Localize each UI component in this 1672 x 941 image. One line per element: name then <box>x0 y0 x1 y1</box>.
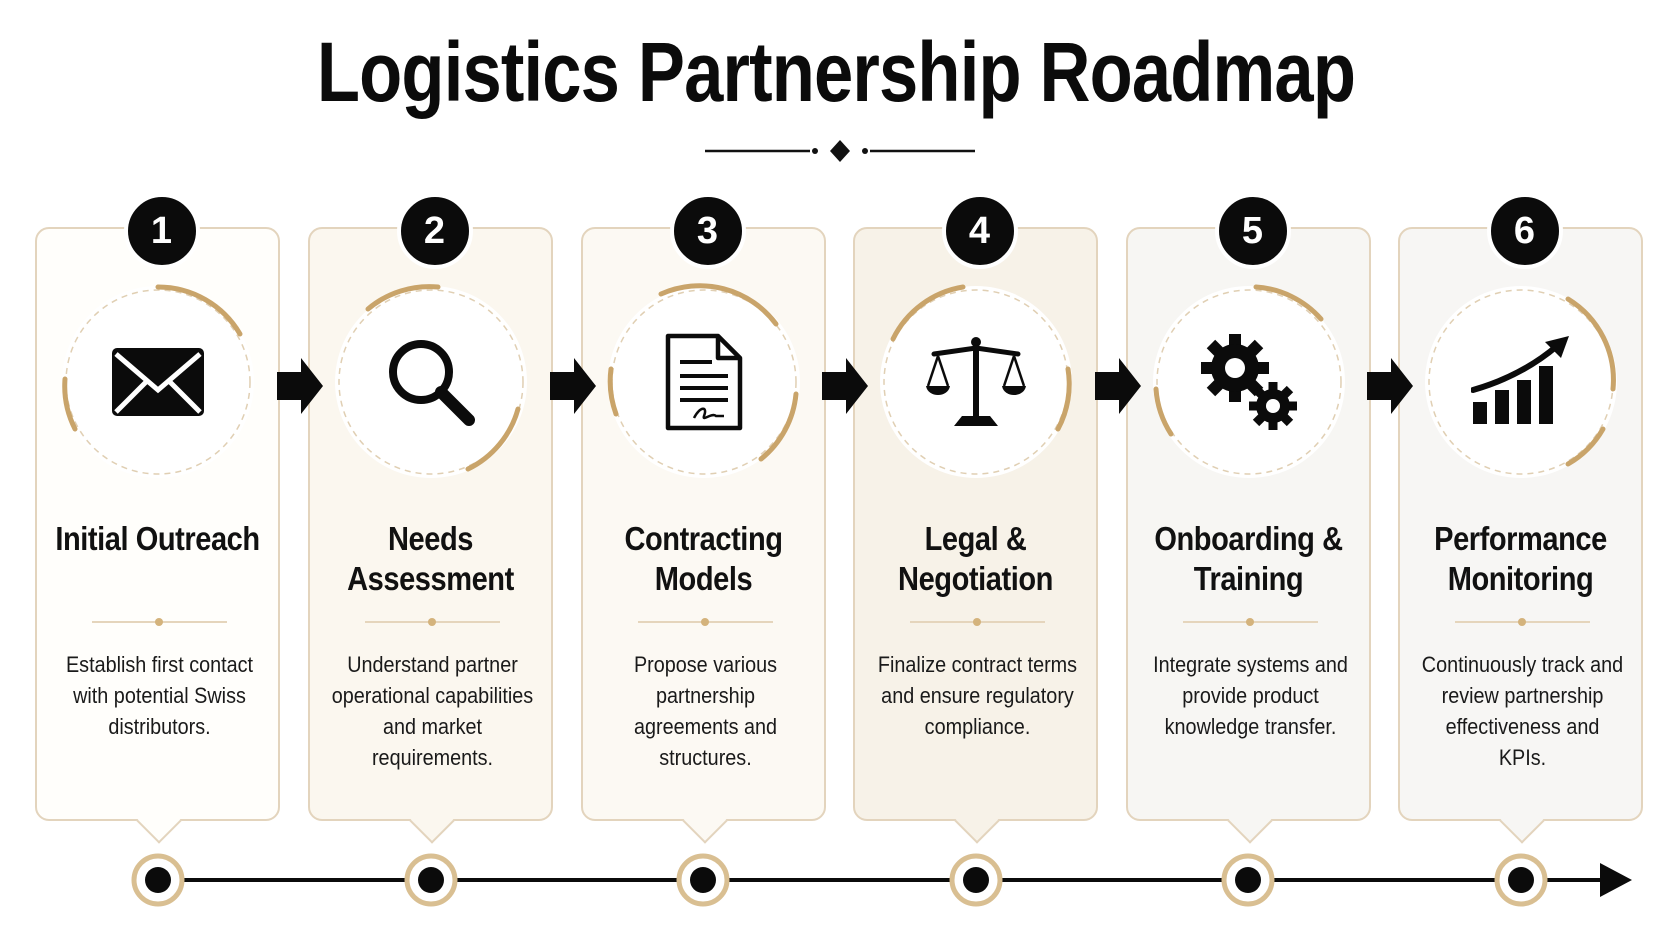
step-number-badge: 5 <box>1214 193 1291 269</box>
step-description: Finalize contract terms and ensure regul… <box>877 652 1078 739</box>
step-number-badge: 2 <box>396 193 473 269</box>
step-number-badge: 4 <box>941 193 1018 269</box>
step-divider <box>365 618 500 626</box>
step-title: Needs Assessment <box>347 520 514 597</box>
timeline-arrowhead-icon <box>1600 863 1632 897</box>
timeline-node-3 <box>676 853 730 907</box>
timeline-node-4 <box>949 853 1003 907</box>
timeline-node-1 <box>131 853 185 907</box>
step-card-3: 3 Contracting Models Propose various par… <box>581 193 826 844</box>
step-card-2: 2 Needs Assessment Understand partner op… <box>308 193 553 844</box>
step-number-badge: 1 <box>123 193 200 269</box>
step-title: Legal & Negotiation <box>898 520 1053 597</box>
step-number-badge: 6 <box>1486 193 1563 269</box>
step-description: Understand partner operational capabilit… <box>331 652 534 770</box>
step-divider <box>638 618 773 626</box>
card-pointer <box>408 798 455 844</box>
scales-of-justice-icon <box>926 337 1026 426</box>
icon-ring <box>335 284 527 478</box>
step-description: Establish first contact with potential S… <box>65 652 254 739</box>
card-pointer <box>1226 798 1273 844</box>
step-card-1: 1 Initial Outreach Establish first conta… <box>35 193 280 844</box>
magnifier-icon <box>389 340 475 426</box>
timeline <box>131 853 1632 907</box>
step-description: Continuously track and review partnershi… <box>1421 652 1624 770</box>
step-divider <box>1455 618 1590 626</box>
flow-arrow-icon <box>550 358 596 414</box>
step-description: Integrate systems and provide product kn… <box>1153 652 1348 739</box>
step-divider <box>1183 618 1318 626</box>
card-pointer <box>953 798 1000 844</box>
contract-document-icon <box>665 333 743 431</box>
gears-icon <box>1201 334 1297 430</box>
flow-arrow-icon <box>822 358 868 414</box>
step-card-4: 4 Legal & Negotiation Finalize contract … <box>853 193 1098 844</box>
flow-arrow-icon <box>1367 358 1413 414</box>
step-divider <box>910 618 1045 626</box>
growth-chart-icon <box>1471 336 1569 424</box>
card-pointer <box>1498 798 1545 844</box>
card-pointer <box>681 798 728 844</box>
page-title: Logistics Partnership Roadmap <box>316 25 1356 119</box>
envelope-icon <box>112 348 204 416</box>
flow-arrow-icon <box>277 358 323 414</box>
timeline-node-5 <box>1221 853 1275 907</box>
flow-arrow-icon <box>1095 358 1141 414</box>
step-title: Performance Monitoring <box>1434 520 1607 597</box>
card-pointer <box>135 798 182 844</box>
step-number-badge: 3 <box>669 193 746 269</box>
step-title: Onboarding & Training <box>1154 520 1343 597</box>
step-title: Contracting Models <box>624 520 783 597</box>
step-divider <box>92 618 227 626</box>
title-ornament <box>705 140 975 162</box>
step-card-5: 5 <box>1126 193 1371 844</box>
timeline-node-6 <box>1494 853 1548 907</box>
step-card-6: 6 Performance Monitoring Continuously tr… <box>1398 193 1643 844</box>
timeline-node-2 <box>404 853 458 907</box>
step-description: Propose various partnership agreements a… <box>633 652 778 770</box>
step-title: Initial Outreach <box>55 520 260 557</box>
